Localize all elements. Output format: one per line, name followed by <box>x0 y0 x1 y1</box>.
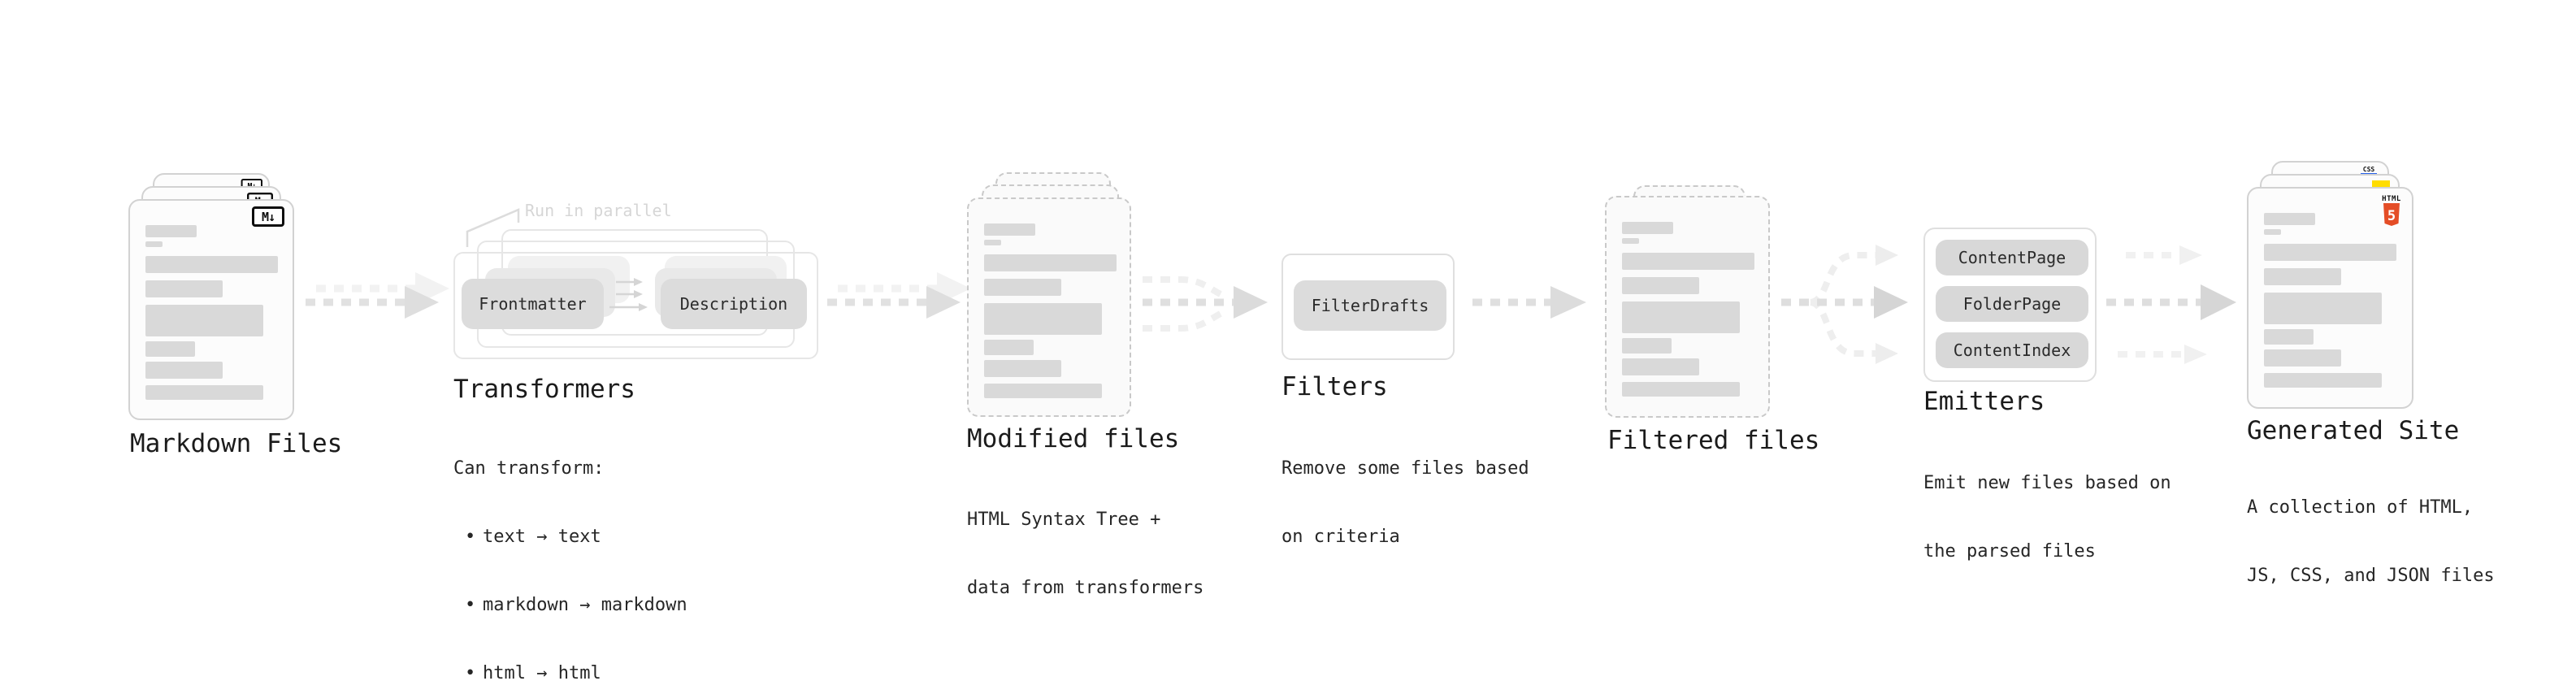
modified-files-stack <box>967 172 1131 417</box>
svg-text:5: 5 <box>2387 208 2396 224</box>
emitter-box-folderpage: FolderPage <box>1936 286 2088 322</box>
modified-files-line: data from transformers <box>967 578 1204 598</box>
filtered-file-card-front <box>1605 196 1770 418</box>
placeholder-text-bar <box>1622 277 1699 294</box>
filters-line: on criteria <box>1281 527 1400 547</box>
transformers-bullet: text → text <box>453 526 687 549</box>
markdown-icon: M↓ <box>252 206 284 227</box>
placeholder-text-bar <box>984 223 1035 236</box>
placeholder-text-bar <box>145 305 263 336</box>
placeholder-text-bar <box>1622 253 1754 270</box>
emitters-line: the parsed files <box>1923 541 2096 562</box>
arrow-transformers-to-modified <box>827 272 971 319</box>
placeholder-text-bar <box>145 280 223 297</box>
arrow-modified-to-filters-converging <box>1143 276 1268 332</box>
transformers-description: Can transform: text → text markdown → ma… <box>453 412 687 681</box>
transformers-intro: Can transform: <box>453 458 605 479</box>
placeholder-text-bar <box>984 360 1061 377</box>
placeholder-text-bar <box>2264 213 2315 225</box>
run-in-parallel-callout-line <box>466 208 520 247</box>
generated-file-card-html: HTML 5 <box>2247 187 2413 409</box>
transformers-title: Transformers <box>453 375 635 404</box>
transformer-container-front <box>453 252 818 359</box>
placeholder-text-bar <box>2264 244 2396 261</box>
emitters-container: ContentPage FolderPage ContentIndex <box>1923 228 2097 382</box>
emitters-title: Emitters <box>1923 387 2045 416</box>
placeholder-text-bar <box>145 256 278 273</box>
modified-file-card-front <box>967 197 1131 417</box>
generated-site-line: A collection of HTML, <box>2247 497 2474 518</box>
placeholder-text-bar <box>145 225 197 237</box>
placeholder-text-bar <box>984 303 1102 335</box>
placeholder-text-bar <box>1622 238 1639 244</box>
placeholder-text-bar <box>984 384 1102 398</box>
arrow-filtered-to-emitters-diverging <box>1781 245 1908 364</box>
filtered-files-title: Filtered files <box>1607 426 1820 455</box>
filtered-files-stack <box>1605 185 1770 419</box>
filter-drafts-box: FilterDrafts <box>1294 280 1446 331</box>
placeholder-text-bar <box>2264 229 2281 235</box>
filters-title: Filters <box>1281 372 1388 401</box>
placeholder-text-bar <box>145 241 163 247</box>
placeholder-text-bar <box>1622 358 1699 375</box>
placeholder-text-bar <box>984 279 1061 296</box>
svg-text:HTML: HTML <box>2382 195 2401 203</box>
filters-description: Remove some files based on criteria <box>1281 412 1529 594</box>
placeholder-text-bar <box>145 362 223 379</box>
markdown-files-stack: M↓ M↓ M↓ <box>128 173 294 420</box>
placeholder-text-bar <box>2264 293 2382 324</box>
markdown-file-card-front: M↓ <box>128 199 294 420</box>
generated-site-title: Generated Site <box>2247 416 2460 445</box>
transformers-bullet: markdown → markdown <box>453 594 687 617</box>
placeholder-text-bar <box>984 240 1001 245</box>
placeholder-text-bar <box>984 254 1117 271</box>
markdown-files-label: Markdown Files <box>130 429 343 458</box>
description-box: Description <box>661 279 807 329</box>
placeholder-text-bar <box>1622 222 1673 234</box>
placeholder-text-bar <box>145 341 195 357</box>
modified-files-description: HTML Syntax Tree + data from transformer… <box>967 463 1203 645</box>
svg-text:CSS: CSS <box>2363 166 2375 173</box>
generated-site-stack: CSS HTML 5 <box>2247 161 2413 409</box>
emitters-description: Emit new files based on the parsed files <box>1923 427 2171 609</box>
modified-files-line: HTML Syntax Tree + <box>967 510 1161 530</box>
arrows-emitters-to-generated <box>2106 245 2236 364</box>
placeholder-text-bar <box>1622 301 1740 333</box>
emitter-box-contentpage: ContentPage <box>1936 240 2088 275</box>
generated-site-line: JS, CSS, and JSON files <box>2247 566 2495 586</box>
html5-icon: HTML 5 <box>2382 195 2401 226</box>
arrow-filters-to-filtered <box>1472 286 1586 319</box>
filters-line: Remove some files based <box>1281 458 1529 479</box>
emitter-box-contentindex: ContentIndex <box>1936 332 2088 368</box>
placeholder-text-bar <box>2264 268 2341 285</box>
transformers-bullet: html → html <box>453 662 687 681</box>
arrow-markdown-to-transformers <box>306 272 449 319</box>
placeholder-text-bar <box>2264 349 2341 367</box>
modified-files-title: Modified files <box>967 424 1180 453</box>
placeholder-text-bar <box>1622 338 1672 354</box>
emitters-line: Emit new files based on <box>1923 473 2171 493</box>
filters-container: FilterDrafts <box>1281 254 1455 360</box>
placeholder-text-bar <box>2264 373 2382 388</box>
frontmatter-box: Frontmatter <box>462 279 604 329</box>
transformer-mini-arrows <box>609 278 648 311</box>
placeholder-text-bar <box>984 340 1034 355</box>
placeholder-text-bar <box>145 385 263 400</box>
placeholder-text-bar <box>1622 382 1740 397</box>
generated-site-description: A collection of HTML, JS, CSS, and JSON … <box>2247 451 2495 633</box>
run-in-parallel-note: Run in parallel <box>525 201 672 220</box>
placeholder-text-bar <box>2264 329 2314 345</box>
